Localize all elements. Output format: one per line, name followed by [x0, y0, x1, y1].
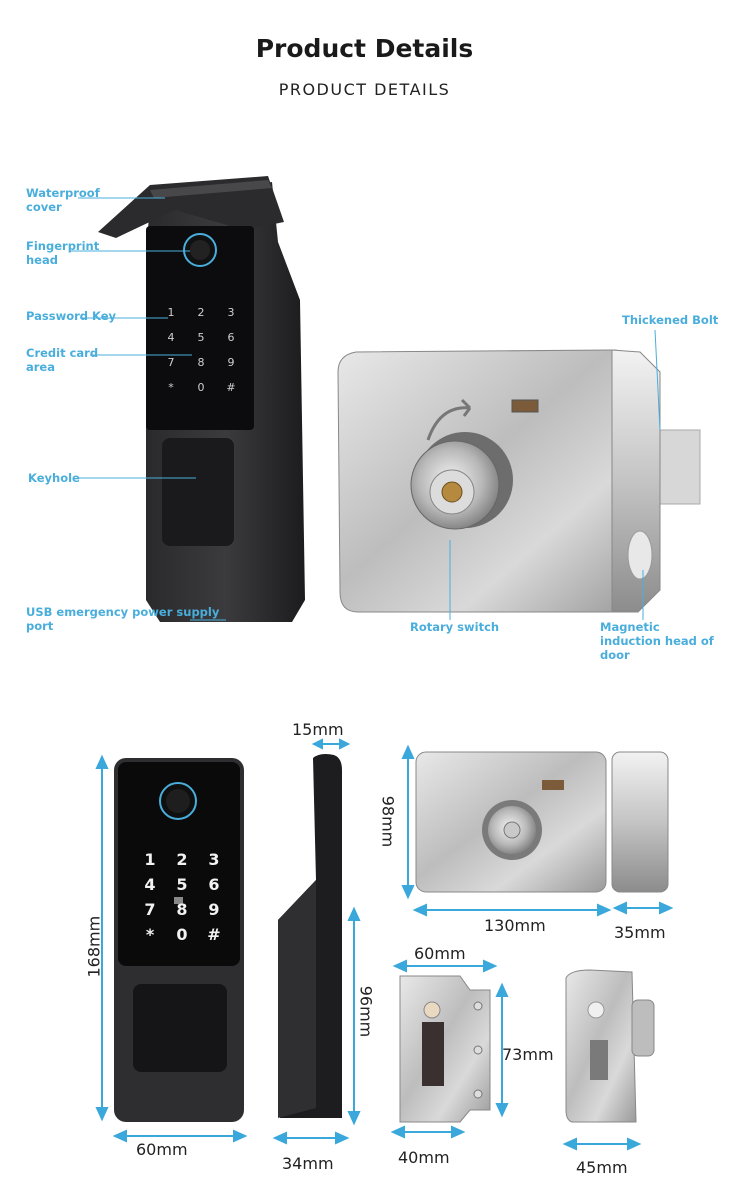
keypad-key: *	[168, 381, 174, 394]
dim-lock-width: 130mm	[484, 916, 546, 935]
keypad-key: #	[207, 925, 221, 944]
keypad-key: 9	[227, 356, 235, 369]
keypad-key: #	[226, 381, 236, 394]
dim-panel-height: 168mm	[84, 915, 104, 978]
callout-magnetic-head: Magnetic induction head of door	[600, 620, 714, 662]
callout-waterproof-cover: Waterproof cover	[26, 186, 100, 214]
keypad-key: 5	[176, 875, 188, 894]
keypad-key: 7	[144, 900, 156, 919]
callout-fingerprint-head: Fingerprint head	[26, 239, 100, 267]
dim-side-top: 15mm	[292, 720, 344, 739]
keypad-key: 4	[167, 331, 175, 344]
keypad-key: 0	[197, 381, 205, 394]
strike-plate-illustration	[399, 975, 491, 1123]
rim-lock-illustration	[337, 349, 701, 613]
callout-keyhole: Keyhole	[28, 471, 80, 485]
dim-panel-width: 60mm	[136, 1140, 188, 1159]
keypad-key: 6	[208, 875, 220, 894]
keypad-key: 2	[176, 850, 188, 869]
front-keypad: 1 2 3 4 5 6 7 8 9 * 0 #	[134, 850, 230, 944]
callout-rotary-switch: Rotary switch	[410, 620, 500, 634]
callout-lines	[70, 197, 661, 621]
keypad-key: 6	[227, 331, 235, 344]
keypad-key: 9	[208, 900, 220, 919]
dim-strike-bottom: 40mm	[398, 1148, 450, 1167]
keeper-illustration	[565, 969, 655, 1123]
smart-lock-illustration	[98, 176, 305, 622]
dim-strike-width: 60mm	[414, 944, 466, 963]
keypad-key: 8	[197, 356, 205, 369]
keypad-key: 4	[144, 875, 156, 894]
keypad-key: 7	[167, 356, 175, 369]
keypad-key: 1	[144, 850, 156, 869]
page-subtitle: PRODUCT DETAILS	[278, 80, 451, 99]
keypad-key: 1	[167, 306, 175, 319]
callout-password-key: Password Key	[26, 309, 117, 323]
dimension-arrows	[95, 738, 674, 1151]
page-title: Product Details	[255, 34, 474, 63]
dim-lock-height: 98mm	[378, 795, 398, 848]
dim-keeper-width: 45mm	[576, 1158, 628, 1177]
keypad-key: *	[145, 925, 155, 944]
dim-side-height: 96mm	[356, 985, 376, 1038]
callout-usb-port: USB emergency power supply port	[26, 605, 220, 633]
dim-side-bottom: 34mm	[282, 1154, 334, 1173]
dim-lock-depth: 35mm	[614, 923, 666, 942]
front-panel-illustration	[114, 758, 244, 1122]
rim-lock-front-illustration	[415, 751, 669, 893]
callout-thickened-bolt: Thickened Bolt	[622, 313, 719, 327]
keypad-key: 8	[176, 900, 188, 919]
dim-strike-height: 73mm	[502, 1045, 554, 1064]
keypad-key: 5	[197, 331, 205, 344]
top-keypad: 1 2 3 4 5 6 7 8 9 * 0 #	[156, 306, 246, 394]
keypad-key: 3	[227, 306, 235, 319]
side-profile-illustration	[278, 754, 342, 1118]
keypad-key: 2	[197, 306, 205, 319]
callout-credit-card-area: Credit card area	[26, 346, 99, 374]
keypad-key: 0	[176, 925, 188, 944]
keypad-key: 3	[208, 850, 220, 869]
